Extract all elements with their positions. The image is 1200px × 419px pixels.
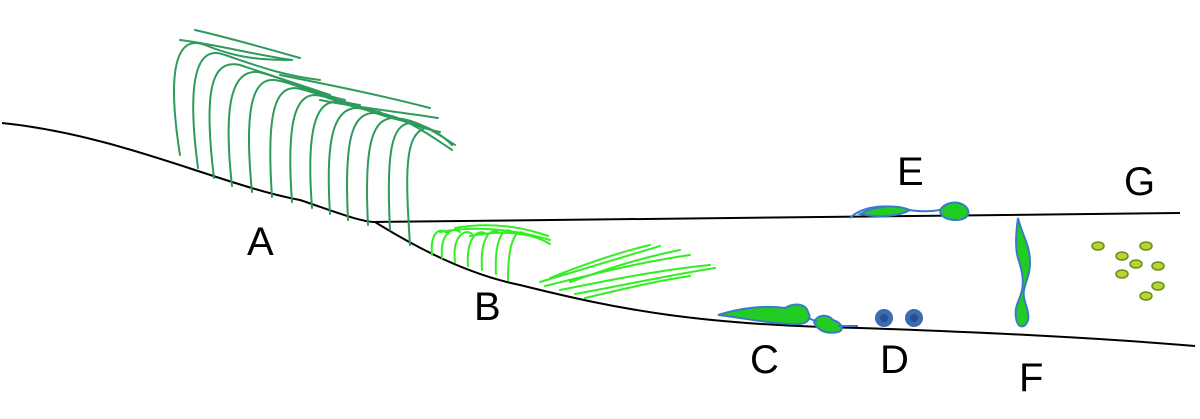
label-e: E — [897, 150, 924, 194]
benthic-cells — [875, 309, 923, 327]
emergent-plants — [173, 29, 456, 246]
surface-algae — [849, 201, 970, 222]
shore-profile-line — [1, 122, 1196, 347]
bottom-algae — [717, 303, 858, 334]
submerged-plants — [430, 224, 716, 299]
vertical-algae — [1014, 217, 1032, 328]
label-d: D — [880, 338, 909, 382]
phytoplankton — [1091, 241, 1165, 301]
label-b: B — [474, 285, 501, 329]
label-f: F — [1019, 356, 1044, 400]
label-g: G — [1124, 160, 1156, 204]
water-surface-line — [371, 212, 1181, 223]
label-c: C — [750, 338, 779, 382]
label-a: A — [247, 220, 274, 264]
